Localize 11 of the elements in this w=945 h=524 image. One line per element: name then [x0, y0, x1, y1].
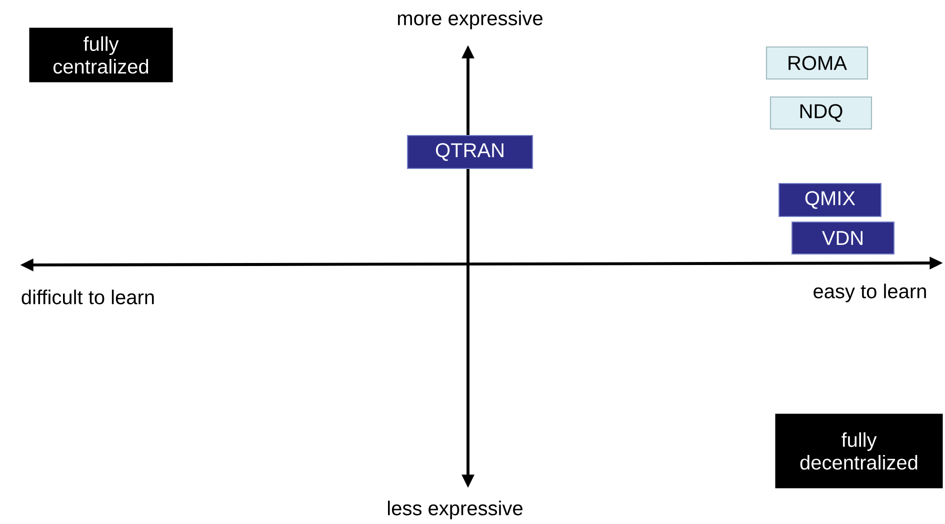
- axis-label: less expressive: [388, 500, 522, 520]
- method-box: NDQ: [770, 96, 872, 130]
- axis-label: more expressive: [398, 10, 542, 30]
- label-box: fully decentralized: [775, 414, 943, 488]
- method-box: QMIX: [778, 182, 882, 218]
- method-box: VDN: [791, 221, 895, 255]
- method-box: QTRAN: [406, 134, 534, 170]
- label-box: fully centralized: [29, 28, 173, 82]
- method-box: ROMA: [766, 46, 868, 80]
- axis-label: easy to learn: [814, 284, 926, 302]
- axis-label: difficult to learn: [22, 290, 154, 304]
